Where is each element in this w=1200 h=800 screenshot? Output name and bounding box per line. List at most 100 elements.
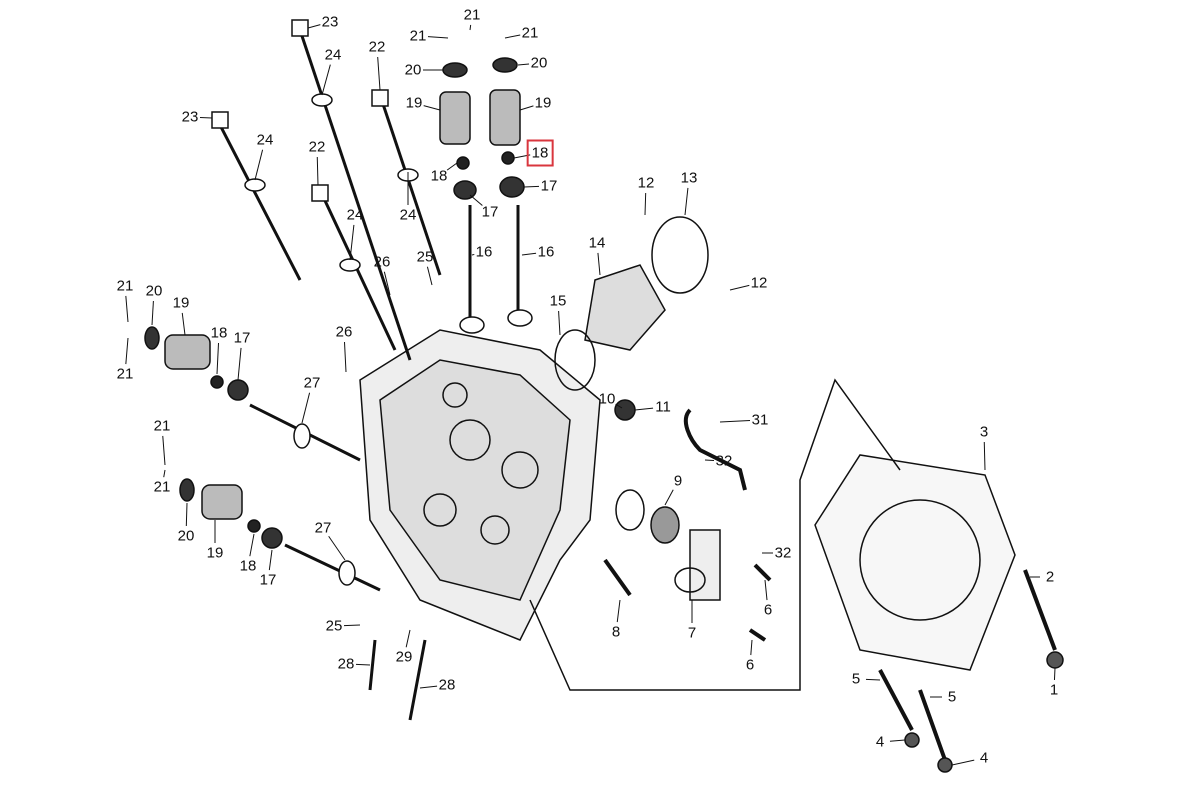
callout-4: 4 [979, 749, 989, 767]
leader-line [1053, 667, 1056, 681]
leader-line [469, 194, 483, 206]
callout-19: 19 [172, 294, 190, 312]
leader-line [558, 310, 561, 336]
callout-27: 27 [314, 519, 332, 537]
callout-21: 21 [116, 365, 134, 383]
callout-6: 6 [745, 656, 755, 674]
callout-21: 21 [521, 24, 539, 42]
callout-6: 6 [763, 601, 773, 619]
callout-27: 27 [303, 374, 321, 392]
highlighted-callout-18[interactable]: 18 [526, 139, 554, 167]
leader-line [216, 342, 220, 375]
leader-line [419, 685, 438, 689]
callout-28: 28 [337, 655, 355, 673]
leader-line [504, 34, 521, 39]
leader-line [983, 441, 986, 471]
leader-line [521, 252, 537, 256]
leader-line [377, 56, 381, 91]
callout-19: 19 [206, 544, 224, 562]
cylinder-head [359, 329, 601, 641]
leader-line [405, 629, 411, 648]
leader-line [615, 403, 623, 409]
callout-12: 12 [637, 174, 655, 192]
callout-22: 22 [368, 38, 386, 56]
callout-14: 14 [588, 234, 606, 252]
callout-23: 23 [321, 13, 339, 31]
callout-17: 17 [481, 203, 499, 221]
callout-22: 22 [308, 138, 326, 156]
callout-8: 8 [611, 623, 621, 641]
leader-line [719, 420, 751, 423]
leader-line [865, 678, 881, 681]
callout-2: 2 [1045, 568, 1055, 586]
callout-3: 3 [979, 423, 989, 441]
leader-line [185, 502, 188, 527]
leader-line [471, 253, 475, 256]
leader-line [634, 407, 654, 411]
leader-line [951, 759, 975, 766]
leader-line [344, 341, 347, 373]
callout-26: 26 [335, 323, 353, 341]
callout-15: 15 [549, 292, 567, 310]
leader-line [597, 252, 601, 276]
callout-4: 4 [875, 733, 885, 751]
callout-10: 10 [598, 390, 616, 408]
callout-32: 32 [774, 544, 792, 562]
leader-line [316, 156, 319, 186]
leader-line [616, 599, 621, 623]
callout-21: 21 [116, 277, 134, 295]
callout-18: 18 [430, 167, 448, 185]
leader-line [644, 192, 647, 216]
callout-17: 17 [540, 177, 558, 195]
intake-manifold [554, 216, 772, 642]
callout-12: 12 [750, 274, 768, 292]
callout-24: 24 [399, 206, 417, 224]
leader-line [427, 36, 449, 39]
leader-line [162, 435, 166, 466]
callout-17: 17 [259, 571, 277, 589]
leader-line [684, 187, 689, 216]
callout-32: 32 [715, 452, 733, 470]
leader-line [523, 185, 540, 188]
leader-line [423, 105, 441, 111]
callout-24: 24 [324, 46, 342, 64]
leader-line [254, 149, 264, 181]
leader-line [181, 312, 186, 336]
leader-line [426, 266, 433, 286]
leader-line [889, 739, 906, 742]
callout-19: 19 [405, 94, 423, 112]
leader-line [125, 295, 129, 323]
callout-20: 20 [404, 61, 422, 79]
callout-20: 20 [145, 282, 163, 300]
leader-line [349, 224, 355, 261]
callout-24: 24 [256, 131, 274, 149]
leader-line [764, 579, 768, 601]
callout-19: 19 [534, 94, 552, 112]
callout-16: 16 [537, 243, 555, 261]
leader-line [513, 154, 531, 159]
leader-line [383, 271, 391, 296]
valve-assemblies [144, 57, 533, 592]
callout-1: 1 [1049, 681, 1059, 699]
callout-21: 21 [409, 27, 427, 45]
head-bolts [218, 29, 442, 721]
callout-18: 18 [239, 557, 257, 575]
callout-16: 16 [475, 243, 493, 261]
callout-25: 25 [325, 617, 343, 635]
assembly-bracket-line [529, 378, 901, 691]
callout-5: 5 [947, 688, 957, 706]
leader-line [321, 64, 331, 96]
leader-line [664, 489, 674, 506]
leader-line [328, 535, 346, 561]
leader-line [199, 116, 213, 119]
leader-line [343, 624, 361, 627]
callout-24: 24 [346, 206, 364, 224]
leader-line [268, 549, 273, 571]
callout-20: 20 [530, 54, 548, 72]
callout-7: 7 [687, 624, 697, 642]
callout-17: 17 [233, 329, 251, 347]
cylinder-gasket [814, 454, 1064, 773]
callout-13: 13 [680, 169, 698, 187]
leader-line [517, 63, 530, 66]
